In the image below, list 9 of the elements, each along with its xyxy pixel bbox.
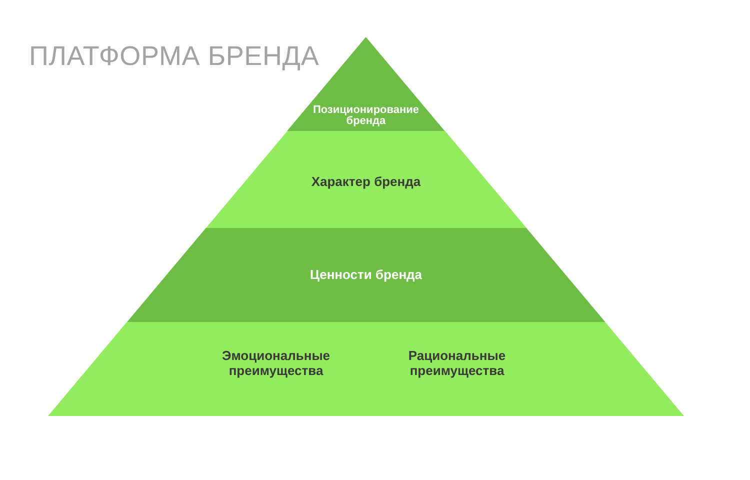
tier-label: Ценности бренда: [308, 267, 424, 283]
diagram-title: ПЛАТФОРМА БРЕНДА: [29, 41, 320, 72]
pyramid-tier: [206, 131, 526, 228]
pyramid-tier: [126, 228, 606, 322]
tier-label: Рациональные преимущества: [407, 349, 507, 379]
tier-label: Характер бренда: [310, 174, 422, 190]
tier-label: Эмоциональные преимущества: [220, 349, 332, 379]
tier-label: Позиционирование бренда: [312, 105, 420, 127]
pyramid-tier: [48, 322, 684, 416]
